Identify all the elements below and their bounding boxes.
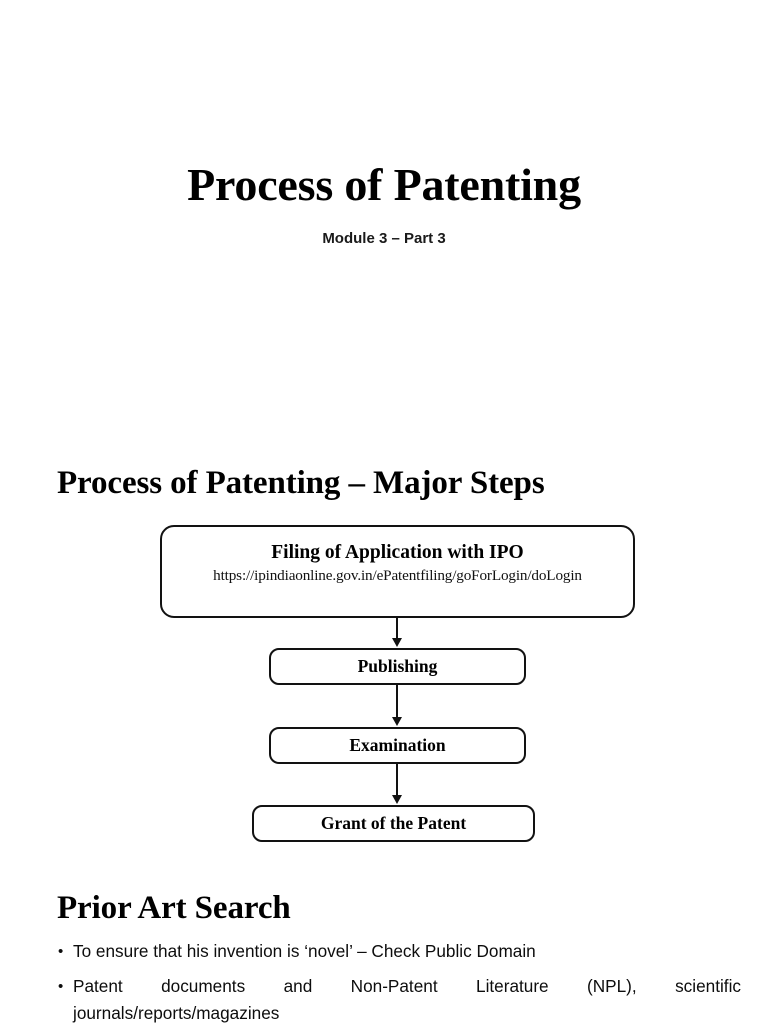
bullet-marker-icon: • [58,978,64,995]
list-item-text-line-1: Patent documents and Non-Patent Literatu… [73,976,741,996]
flow-node-publishing-title: Publishing [357,656,438,676]
bullet-marker-icon: • [58,943,64,960]
flow-node-examination-title: Examination [349,735,446,755]
section-heading-major-steps: Process of Patenting – Major Steps [57,465,545,501]
flow-node-filing-url[interactable]: https://ipindiaonline.gov.in/ePatentfili… [213,567,582,584]
flow-node-grant-title: Grant of the Patent [320,813,467,833]
arrow-head-icon [391,795,402,804]
flow-node-grant-of-patent: Grant of the Patent [252,805,535,842]
arrow-head-icon [391,638,402,647]
arrow-stem [396,618,399,639]
arrow-filing-to-publishing [391,618,402,648]
list-item: • To ensure that his invention is ‘novel… [57,938,741,965]
arrow-head-icon [391,717,402,726]
arrow-stem [396,685,399,718]
flow-node-examination: Examination [269,727,526,764]
section-heading-prior-art: Prior Art Search [57,890,291,926]
list-item-text-line-2: journals/reports/magazines [73,1003,280,1023]
flow-node-filing-title: Filing of Application with IPO [271,542,524,563]
page-title: Process of Patenting [187,159,581,210]
list-item-text: Patent documents and Non-Patent Literatu… [73,973,741,1027]
flow-node-filing-application: Filing of Application with IPO https://i… [160,525,635,618]
arrow-stem [396,764,399,796]
list-item: • Patent documents and Non-Patent Litera… [57,973,741,1027]
flow-node-publishing: Publishing [269,648,526,685]
list-item-text: To ensure that his invention is ‘novel’ … [73,941,536,961]
arrow-examination-to-grant [391,764,402,805]
arrow-publishing-to-examination [391,685,402,727]
page-subtitle: Module 3 – Part 3 [322,230,446,247]
prior-art-bullet-list: • To ensure that his invention is ‘novel… [57,938,741,1027]
